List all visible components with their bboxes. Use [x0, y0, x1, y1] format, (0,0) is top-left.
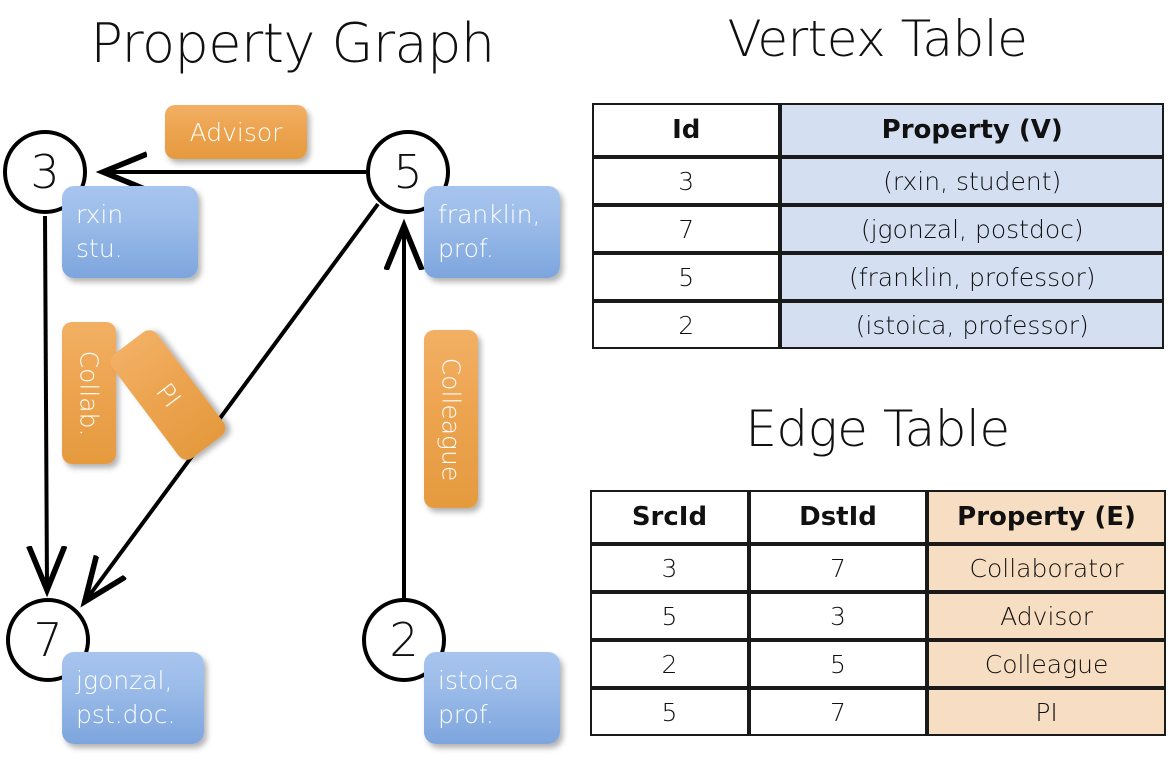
- table-header-row: SrcId DstId Property (E): [590, 490, 1166, 544]
- vertex-property-line-2: prof.: [438, 233, 494, 263]
- vertex-property-box-3: rxin stu.: [62, 186, 198, 278]
- edge-label-collab-text: Collab.: [74, 350, 104, 436]
- graph-node-2[interactable]: 2: [362, 598, 446, 682]
- edge-line-3-to-7: [45, 215, 47, 588]
- edge-cell-dstid: 7: [748, 688, 928, 736]
- edge-table: SrcId DstId Property (E) 3 7 Collaborato…: [590, 490, 1166, 736]
- edge-cell-property: PI: [927, 688, 1166, 736]
- vertex-property-box-7: jgonzal, pst.doc.: [62, 652, 204, 744]
- graph-node-5[interactable]: 5: [366, 130, 450, 214]
- edge-table-header-srcid: SrcId: [590, 490, 749, 544]
- vertex-property-line-1: rxin: [76, 200, 124, 229]
- vertex-table-header-id: Id: [592, 103, 781, 157]
- table-row: 5 (franklin, professor): [592, 253, 1164, 301]
- table-header-row: Id Property (V): [592, 103, 1164, 157]
- vertex-cell-id: 3: [592, 157, 781, 205]
- table-row: 2 (istoica, professor): [592, 301, 1164, 349]
- edge-label-colleague: Colleague: [424, 330, 478, 508]
- vertex-property-line-2: prof.: [438, 699, 494, 729]
- page-title-property-graph: Property Graph: [90, 12, 495, 75]
- table-row: 3 7 Collaborator: [590, 544, 1166, 592]
- edge-cell-srcid: 3: [590, 544, 749, 592]
- graph-node-3-id: 3: [30, 145, 60, 199]
- table-row: 3 (rxin, student): [592, 157, 1164, 205]
- table-row: 5 3 Advisor: [590, 592, 1166, 640]
- vertex-table-header-property: Property (V): [780, 103, 1164, 157]
- edge-label-colleague-text: Colleague: [436, 357, 466, 481]
- vertex-cell-property: (rxin, student): [780, 157, 1164, 205]
- vertex-cell-property: (istoica, professor): [780, 301, 1164, 349]
- edge-label-advisor: Advisor: [165, 105, 307, 159]
- vertex-property-line-2: stu.: [76, 233, 123, 263]
- vertex-cell-property: (jgonzal, postdoc): [780, 205, 1164, 253]
- vertex-property-line-2: pst.doc.: [76, 699, 176, 729]
- property-graph-diagram: 3 5 7 2 rxin stu. franklin, prof. jgonza…: [0, 0, 585, 760]
- vertex-property-line-1: istoica: [438, 666, 520, 695]
- graph-node-2-id: 2: [389, 613, 419, 667]
- vertex-cell-id: 2: [592, 301, 781, 349]
- graph-node-7-id: 7: [33, 613, 63, 667]
- edge-cell-property: Colleague: [927, 640, 1166, 688]
- page-title-vertex-table: Vertex Table: [727, 10, 1028, 68]
- edge-table-header-dstid: DstId: [748, 490, 928, 544]
- table-row: 7 (jgonzal, postdoc): [592, 205, 1164, 253]
- graph-node-5-id: 5: [393, 145, 423, 199]
- vertex-cell-id: 5: [592, 253, 781, 301]
- vertex-property-line-1: franklin,: [438, 200, 541, 229]
- vertex-property-box-2: istoica prof.: [424, 652, 560, 744]
- edge-line-5-to-7: [86, 202, 380, 600]
- edge-cell-dstid: 3: [748, 592, 928, 640]
- vertex-cell-property: (franklin, professor): [780, 253, 1164, 301]
- table-row: 5 7 PI: [590, 688, 1166, 736]
- edge-cell-dstid: 5: [748, 640, 928, 688]
- edge-cell-srcid: 2: [590, 640, 749, 688]
- edge-cell-property: Collaborator: [927, 544, 1166, 592]
- edge-table-header-property: Property (E): [927, 490, 1166, 544]
- edge-cell-srcid: 5: [590, 688, 749, 736]
- page-title-edge-table: Edge Table: [745, 400, 1010, 458]
- graph-edge-lines: [0, 0, 585, 760]
- edge-label-collab: Collab.: [62, 322, 116, 464]
- edge-label-pi-text: PI: [149, 377, 187, 413]
- edge-label-advisor-text: Advisor: [189, 117, 283, 147]
- table-row: 2 5 Colleague: [590, 640, 1166, 688]
- edge-cell-srcid: 5: [590, 592, 749, 640]
- vertex-cell-id: 7: [592, 205, 781, 253]
- vertex-property-line-1: jgonzal,: [76, 666, 173, 695]
- edge-cell-property: Advisor: [927, 592, 1166, 640]
- vertex-table: Id Property (V) 3 (rxin, student) 7 (jgo…: [592, 103, 1164, 349]
- edge-cell-dstid: 7: [748, 544, 928, 592]
- vertex-property-box-5: franklin, prof.: [424, 186, 560, 278]
